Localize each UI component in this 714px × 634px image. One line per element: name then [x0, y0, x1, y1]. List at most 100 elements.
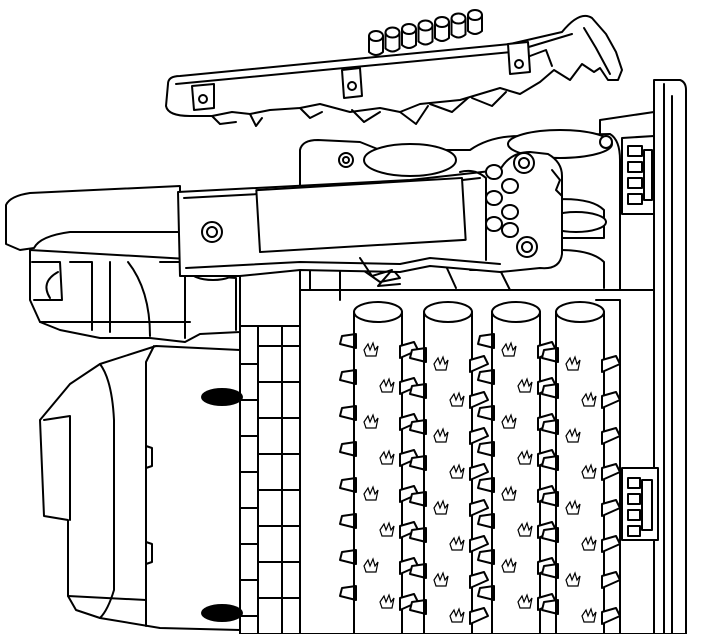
roller-spike	[541, 419, 559, 435]
front-plate	[177, 151, 563, 287]
roller-tuft	[379, 377, 395, 393]
roller-tuft	[433, 427, 449, 443]
bracket-finger	[467, 9, 483, 35]
roller-spike	[409, 599, 427, 615]
roller-spike	[469, 463, 489, 481]
roller-spike	[409, 347, 427, 363]
roller-tuft	[501, 341, 517, 357]
roller-spike	[601, 499, 621, 517]
roller-tuft	[565, 499, 581, 515]
roller-spike	[409, 455, 427, 471]
roller-spike	[541, 527, 559, 543]
roller-spike	[409, 527, 427, 543]
bracket-underside-teeth	[211, 91, 507, 127]
bracket-finger	[417, 19, 434, 46]
roller-tuft	[581, 535, 597, 551]
roller-tuft	[517, 593, 533, 609]
mount-hole-middle	[341, 67, 363, 99]
roller-tuft	[363, 485, 379, 501]
roller-tuft	[581, 607, 597, 623]
roller-tuft	[501, 557, 517, 573]
mount-hole-right	[507, 41, 531, 75]
roller-tuft	[501, 485, 517, 501]
left-cover	[39, 345, 241, 631]
roller-spike	[339, 369, 357, 385]
roller	[339, 301, 419, 634]
roller-tuft	[517, 449, 533, 465]
roller-spike	[409, 383, 427, 399]
roller-spike	[541, 563, 559, 579]
roller-tuft	[449, 463, 465, 479]
button-cluster	[485, 164, 519, 238]
roller-tuft	[379, 593, 395, 609]
roller-spike	[339, 585, 357, 601]
roller-tuft	[379, 521, 395, 537]
roller-tuft	[581, 391, 597, 407]
roller-tuft	[449, 391, 465, 407]
bracket-finger	[401, 23, 417, 49]
roller-tuft	[363, 557, 379, 573]
panel-button	[501, 222, 519, 238]
roller-spike	[477, 441, 495, 457]
roller-spike	[601, 427, 621, 445]
side-marker-upper	[201, 388, 243, 406]
roller-spike	[541, 347, 559, 363]
roller-tuft	[501, 413, 517, 429]
roller-tuft	[449, 535, 465, 551]
roller-tuft	[433, 499, 449, 515]
top-bracket	[165, 9, 623, 127]
roller-spike	[601, 355, 621, 373]
roller-tuft	[433, 355, 449, 371]
roller-spike	[601, 463, 621, 481]
roller	[541, 301, 621, 634]
roller-spike	[469, 355, 489, 373]
roller-group	[339, 301, 621, 634]
roller-spike	[541, 383, 559, 399]
roller-spike	[477, 477, 495, 493]
panel-button	[485, 164, 503, 180]
roller-spike	[601, 391, 621, 409]
roller-spike	[339, 513, 357, 529]
roller-spike	[541, 599, 559, 615]
roller-spike	[541, 455, 559, 471]
roller-tuft	[363, 341, 379, 357]
roller-spike	[601, 571, 621, 589]
roller-spike	[541, 491, 559, 507]
panel-button	[485, 216, 503, 232]
roller-spike	[409, 563, 427, 579]
panel-button	[501, 178, 519, 194]
connector-upper	[627, 145, 653, 205]
roller-spike	[339, 405, 357, 421]
roller-tuft	[565, 571, 581, 587]
ribbed-channel	[239, 325, 301, 634]
side-marker-lower	[201, 604, 243, 622]
connector-lower	[621, 467, 659, 541]
roller-tuft	[433, 571, 449, 587]
roller-spike	[409, 491, 427, 507]
mount-hole-left	[191, 83, 215, 111]
roller-spike	[339, 477, 357, 493]
roller-tuft	[517, 377, 533, 393]
roller-spike	[477, 585, 495, 601]
roller-spike	[477, 513, 495, 529]
roller-tuft	[363, 413, 379, 429]
roller-spike	[469, 607, 489, 625]
roller	[409, 301, 489, 634]
roller-tuft	[449, 607, 465, 623]
panel-button	[485, 190, 503, 206]
roller-spike	[477, 333, 495, 349]
roller-spike	[339, 333, 357, 349]
bracket-finger	[434, 16, 450, 42]
roller-spike	[469, 427, 489, 445]
roller-spike	[477, 369, 495, 385]
bracket-fingers	[368, 9, 483, 56]
roller-tuft	[581, 463, 597, 479]
bracket-finger	[450, 12, 467, 39]
side-markers	[201, 388, 243, 622]
bracket-finger	[384, 26, 401, 53]
roller-spike	[469, 391, 489, 409]
roller-tuft	[517, 521, 533, 537]
roller-spike	[477, 549, 495, 565]
roller-spike	[409, 419, 427, 435]
